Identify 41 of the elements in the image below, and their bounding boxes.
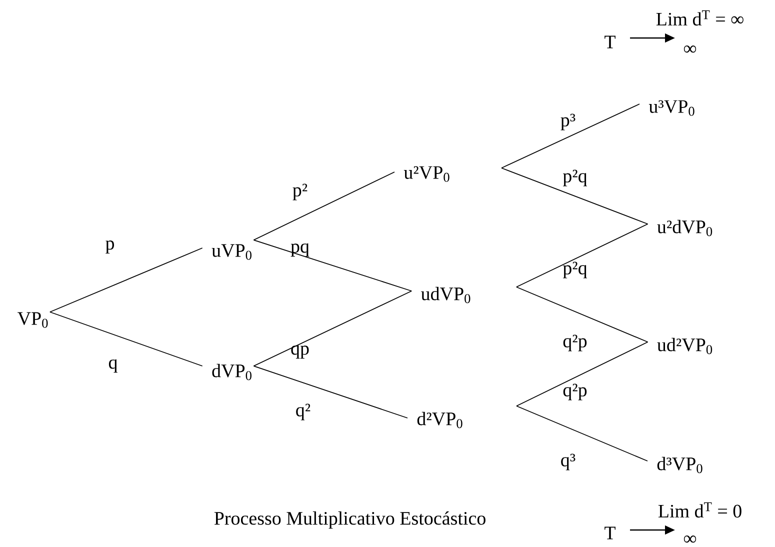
tree-branch-line [49, 312, 203, 366]
tree-branch-line [516, 406, 648, 462]
tree-branch-line [516, 286, 648, 342]
limit-text: Lim d$^{T}$ = 0 [658, 502, 742, 518]
tree-branch-line [253, 240, 412, 292]
tree-branch-line [253, 172, 395, 240]
tree-branch-line [516, 342, 648, 406]
tree-node-text: d³VP$_{0}$ [657, 456, 702, 474]
probability-label: q²p [563, 334, 587, 352]
tree-branch-line [49, 248, 203, 312]
tree-branch-line [253, 290, 412, 366]
tree-branch-line [501, 104, 640, 168]
probability-label: p²q [562, 170, 588, 186]
probability-label: q²p [563, 384, 587, 400]
tree-node-text: u²VP$_{0}$ [404, 166, 450, 182]
probability-label: p [106, 240, 114, 254]
probability-label: q [108, 359, 118, 373]
tree-node-text: VP$_{0}$ [18, 312, 48, 328]
probability-label: p²q [562, 262, 588, 278]
tree-node-text: ud²VP$_{0}$ [657, 338, 712, 354]
limit-text: T [604, 36, 616, 48]
limit-text: T [604, 526, 616, 540]
probability-label: q³ [561, 454, 576, 470]
probability-label: q² [296, 404, 310, 420]
limit-text: ∞ [684, 45, 696, 53]
caption: Processo Multiplicativo Estocástico [214, 511, 486, 529]
tree-node-text: uVP$_{0}$ [212, 244, 252, 260]
probability-label: pq [290, 243, 310, 257]
tree-branch-line [516, 224, 648, 288]
limit-text: Lim d$^{T}$ = ∞ [656, 10, 744, 26]
tree-node-text: udVP$_{0}$ [421, 286, 470, 304]
tree-node-text: u³VP$_{0}$ [648, 100, 694, 116]
probability-label: p³ [560, 114, 576, 130]
tree-branch-line [501, 168, 648, 224]
limit-text: ∞ [684, 535, 696, 543]
tree-node-text: dVP$_{0}$ [212, 364, 252, 380]
tree-branch-line [253, 366, 408, 418]
tree-node-text: d²VP$_{0}$ [417, 412, 462, 428]
tree-node-text: u²dVP$_{0}$ [657, 220, 712, 236]
probability-label: qp [291, 345, 309, 359]
probability-label: p² [292, 184, 308, 200]
